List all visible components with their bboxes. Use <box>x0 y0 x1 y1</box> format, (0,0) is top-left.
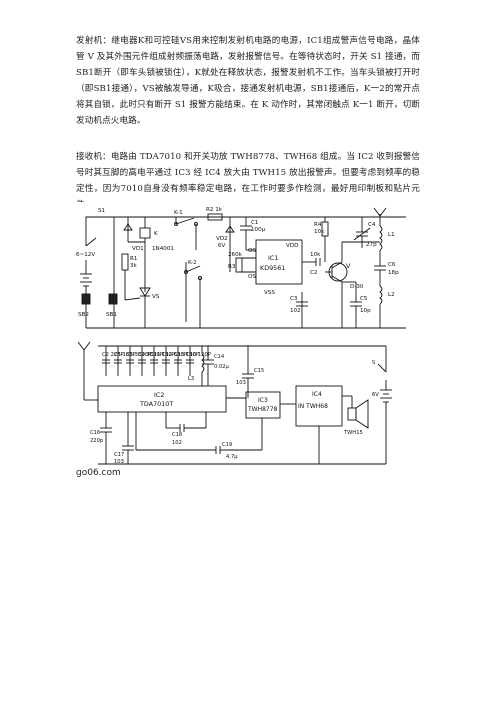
label-c2: C2 <box>310 270 317 276</box>
label-r4: R4 <box>314 222 322 228</box>
label-c14: C14 <box>214 354 225 360</box>
label-battery: 6V <box>372 392 379 398</box>
label-ic2-part: TDA7010T <box>139 400 173 408</box>
label-ic4-part: IN TWH68 <box>298 403 328 410</box>
label-l2: L2 <box>388 292 395 298</box>
label-r2: R2 1k <box>206 207 223 213</box>
label-c4: C4 <box>368 222 376 228</box>
label-vdd: VDD <box>286 243 298 249</box>
label-c17: C17 <box>114 452 124 458</box>
label-os1: OS <box>248 248 256 254</box>
label-cap-4: C9 3300P <box>138 352 163 358</box>
label-ic2: IC2 <box>154 391 164 399</box>
label-c15: C15 <box>254 368 264 374</box>
label-c1-val: 100μ <box>251 227 266 233</box>
label-k2: K-2 <box>188 260 197 266</box>
label-ic4: IC4 <box>312 391 322 398</box>
label-vd2-val: 6V <box>218 243 226 249</box>
label-cap-1: C2 220P <box>102 352 124 358</box>
label-cap-2: C5 180P <box>114 352 136 358</box>
label-k1: K-1 <box>174 210 183 216</box>
label-k: K <box>154 231 158 237</box>
label-ic3-part: TWH8778 <box>247 406 278 413</box>
label-l1: L1 <box>388 232 395 238</box>
label-speaker: TWH15 <box>343 430 363 436</box>
label-c17-val: 103 <box>114 459 124 465</box>
label-v: V <box>346 262 351 270</box>
label-cap-8: C10 120P <box>186 352 211 358</box>
label-sb1: SB1 <box>106 312 117 318</box>
label-c3-val: 102 <box>290 308 301 314</box>
label-cap-3: C6 3300P <box>126 352 151 358</box>
label-c4-val: 27p <box>366 242 377 248</box>
label-c19-val: 4.7μ <box>226 454 238 460</box>
label-vs: VS <box>152 294 160 300</box>
label-c18: C18 <box>172 432 182 438</box>
label-c2-val: 10k <box>310 252 321 258</box>
label-c1: C1 <box>251 220 259 226</box>
label-switch-s: S <box>372 360 375 366</box>
label-vss: VSS <box>264 290 275 296</box>
label-c5: C5 <box>360 296 368 302</box>
label-r1: R1 <box>130 256 138 262</box>
label-c6: C6 <box>388 262 396 268</box>
label-diode: 1N4001 <box>152 246 174 252</box>
transmitter-paragraph: 发射机：继电器K和可控硅VS用来控制发射机电路的电源，IC1组成警声信号电路，晶… <box>76 36 420 126</box>
label-c16: C16 <box>90 430 100 436</box>
label-ic1: IC1 <box>268 254 278 262</box>
label-vd1: VD1 <box>132 246 144 252</box>
label-r4-val: 10k <box>314 229 325 235</box>
label-r3-val: 260k <box>228 252 243 258</box>
label-cap-7: C13 180P <box>174 352 199 358</box>
label-ic1-part: KD9561 <box>260 264 285 272</box>
label-c6-val: 18p <box>388 270 399 276</box>
label-vd2: VD2 <box>216 236 228 242</box>
label-s1: S1 <box>98 208 106 214</box>
label-supply: 6~12V <box>76 252 95 258</box>
label-r3: R3 <box>228 264 236 270</box>
label-d30: D-30 <box>350 284 364 290</box>
label-c14-val: 0.02μ <box>214 364 230 370</box>
watermark: go06.com <box>76 468 121 478</box>
label-c19: C19 <box>222 442 232 448</box>
label-c3: C3 <box>290 296 298 302</box>
label-os2: OS <box>248 274 256 280</box>
label-ic3: IC3 <box>258 397 268 404</box>
label-c15-val: 103 <box>236 380 246 386</box>
label-c5-val: 10p <box>360 308 371 314</box>
label-l3: L3 <box>188 376 194 382</box>
transmitter-circuit-diagram: S1 6~12V K VD1 1N4001 R1 3k VS SB2 SB1 K… <box>76 202 421 340</box>
label-r1-val: 3k <box>130 263 138 269</box>
label-sb2: SB2 <box>78 312 89 318</box>
receiver-circuit-diagram: C2 220P C5 180P C6 3300P C9 3300P C11 18… <box>76 338 421 474</box>
label-c16-val: 220p <box>90 438 104 444</box>
label-cap-5: C11 180P <box>150 352 175 358</box>
label-c18-val: 102 <box>172 440 182 446</box>
label-cap-6: C12 680P <box>162 352 187 358</box>
